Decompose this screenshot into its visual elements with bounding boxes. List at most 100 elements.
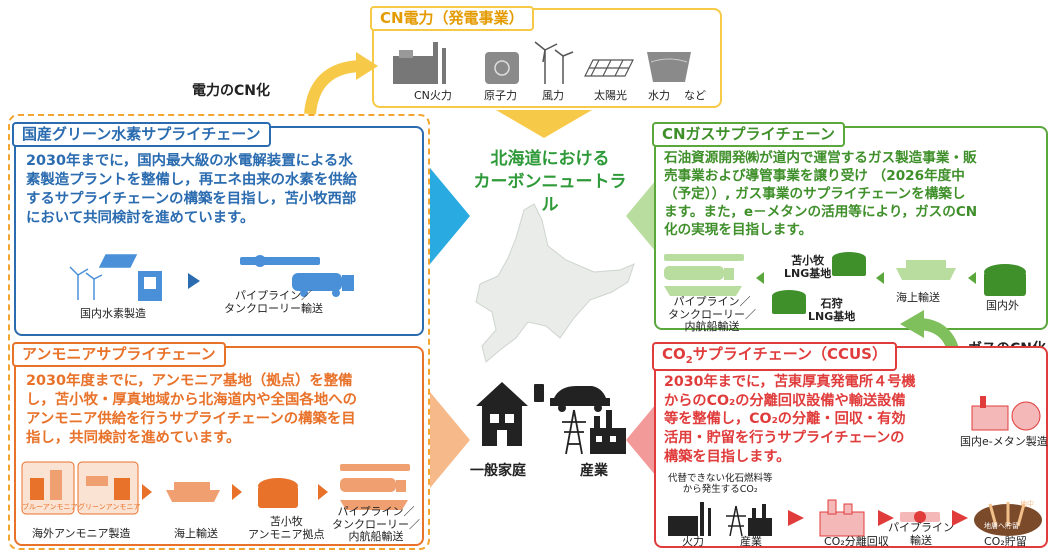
- ccus-title-sub: 2: [685, 355, 693, 366]
- gas-cap-line: パイプライン／: [673, 295, 751, 308]
- gas-cap-overseas: 国内外: [986, 299, 1019, 312]
- capture-plant-icon: [819, 499, 865, 537]
- house-icon: [476, 382, 528, 446]
- ccus-desc-line: からのCO₂の分離回収設備や輸送設備: [664, 392, 906, 409]
- ship-icon: [166, 482, 220, 502]
- power-tower-icon: [562, 409, 586, 455]
- power-tower-icon: [726, 505, 746, 537]
- ccus-cap-capture: CO₂分離回収: [824, 535, 889, 548]
- gas-desc-line: 化の実現を目指します。: [664, 221, 813, 238]
- gas-desc-line: 石油資源開発㈱が道内で運営するガス製造事業・販: [664, 150, 977, 166]
- arrow-icon: [232, 484, 242, 500]
- arrow-icon: [756, 272, 764, 284]
- ammonia-cap-line: 苫小牧: [269, 515, 303, 528]
- ammonia-cap-transport: パイプライン／ タンクローリー／ 内航船輸送: [332, 505, 420, 544]
- hydrogen-title: 国産グリーン水素サプライチェーン: [12, 122, 271, 147]
- ammonia-tank-icon: [258, 478, 298, 508]
- arrow-icon: [968, 272, 976, 284]
- power-item-thermal: CN火力: [414, 89, 452, 102]
- hydrogen-cap-line: パイプライン／: [235, 289, 312, 302]
- ccus-desc-line: 活用・貯留を行うサプライチェーンの: [664, 430, 905, 447]
- ccus-title-co: CO: [662, 345, 686, 363]
- power-item-hydro: 水力: [648, 89, 670, 102]
- ccus-emethane: 国内e-メタン製造: [960, 435, 1048, 448]
- wind-turbine-icon: [534, 41, 574, 84]
- power-down-arrow: [496, 110, 592, 138]
- gas-cap-line: タンクローリー／: [668, 307, 756, 321]
- center-icons: [476, 382, 626, 455]
- tomakomai-tank-icon: [832, 252, 866, 276]
- gas-cap-line: 苫小牧: [791, 254, 825, 267]
- ccus-title: CO2サプライチェーン（CCUS）: [652, 342, 897, 371]
- ccus-chika: 地中: [1020, 500, 1034, 508]
- gas-title: CNガスサプライチェーン: [652, 122, 845, 147]
- gas-cap-line: 石狩: [820, 297, 843, 310]
- ev-charger-icon: [534, 384, 610, 412]
- factory-icon: [590, 410, 626, 454]
- gas-desc-line: （予定））, ガス事業のサプライチェーンを構築し: [664, 185, 966, 202]
- ammonia-blue-label: ブルーアンモニア: [22, 503, 78, 511]
- ammonia-cap-base: 苫小牧 アンモニア拠点: [248, 515, 325, 541]
- hokkaido-map: [475, 203, 635, 363]
- ammonia-cap-line: パイプライン／: [337, 505, 415, 518]
- center-title-line: カーボンニュートラル: [473, 171, 627, 215]
- ammonia-title: アンモニアサプライチェーン: [12, 342, 226, 367]
- ccus-source: 代替できない化石燃料等 から発生するCO₂: [668, 473, 773, 496]
- power-item-nuclear: 原子力: [484, 89, 517, 102]
- hydrogen-desc-line: において共同検討を進めています。: [26, 210, 255, 227]
- ammonia-green-label: グリーンアンモニア: [78, 503, 141, 511]
- center-title: 北海道における カーボンニュートラル: [468, 148, 632, 217]
- ccus-source-line: から発生するCO₂: [682, 483, 758, 495]
- ccus-desc: 2030年までに，苫東厚真発電所４号機 からのCO₂の分離回収設備や輸送設備 等…: [664, 373, 916, 467]
- gas-desc-line: ます。また，e－メタンの活用等により，ガスのCN: [664, 203, 978, 220]
- ishikari-tank-icon: [772, 290, 806, 314]
- arrow-icon: [188, 273, 200, 289]
- storage-icon: [974, 502, 1042, 536]
- gas-cap-line: LNG基地: [784, 266, 832, 280]
- ccus-title-rest: サプライチェーン（CCUS）: [692, 345, 887, 363]
- hydrogen-cap-production: 国内水素製造: [80, 307, 146, 320]
- solar-panel-icon: [584, 59, 634, 77]
- power-title: CN電力（発電事業）: [370, 6, 534, 31]
- ccus-icons: [668, 499, 1042, 537]
- ship-icon: [896, 260, 956, 280]
- ccus-cap-line: 輸送: [910, 533, 932, 547]
- power-item-solar: 太陽光: [594, 89, 627, 102]
- factory-icon: [748, 504, 772, 536]
- arrow-icon: [318, 484, 328, 500]
- ccus-cap-storage: CO₂貯留: [984, 535, 1027, 548]
- blue-ammonia-icon: [21, 461, 75, 515]
- ammonia-cap-overseas: 海外アンモニア製造: [32, 527, 131, 540]
- ammonia-cap-sea: 海上輸送: [174, 527, 218, 540]
- center-industry: 産業: [580, 463, 608, 479]
- hydrogen-desc: 2030年までに，国内最大級の水電解装置による水 素製造プラントを整備し，再エネ…: [26, 152, 357, 228]
- ccus-desc-line: 等を整備し，CO₂の分離・回収・有効: [664, 411, 906, 428]
- ccus-source-line: 代替できない化石燃料等: [668, 473, 773, 484]
- ammonia-arrow: [430, 392, 470, 488]
- ammonia-desc: 2030年度までに，アンモニア基地（拠点）を整備 し，苫小牧・厚真地域から北海道…: [26, 372, 357, 448]
- power-icons: [393, 41, 691, 84]
- gas-cap-sea: 海上輸送: [896, 291, 940, 304]
- arrow-icon: [788, 510, 804, 526]
- gas-desc-line: 売事業および導管事業を譲り受け （2026年度中: [664, 167, 965, 184]
- pipeline-truck-icon: [664, 254, 744, 296]
- hydrogen-cap-transport: パイプライン／ タンクローリー輸送: [224, 289, 323, 315]
- green-ammonia-icon: [77, 461, 139, 515]
- ccus-desc-line: 2030年までに，苫東厚真発電所４号機: [664, 374, 916, 390]
- ccus-cap-industry: 産業: [740, 535, 762, 548]
- ammonia-desc-line: 2030年度までに，アンモニア基地（拠点）を整備: [26, 373, 353, 389]
- center-title-line: 北海道における: [490, 149, 610, 169]
- hydrogen-icons: [69, 254, 354, 301]
- gas-desc: 石油資源開発㈱が道内で運営するガス製造事業・販 売事業および導管事業を譲り受け …: [664, 150, 977, 240]
- arrow-icon: [142, 484, 152, 500]
- hydrogen-arrow: [430, 168, 470, 264]
- ammonia-desc-line: し，苫小牧・厚真地域から北海道内や全国各地への: [26, 392, 357, 409]
- ccus-cap-thermal: 火力: [682, 535, 704, 548]
- ccus-cap-line: パイプライン: [888, 521, 954, 534]
- gas-cap-line: 内航船輸送: [684, 320, 740, 334]
- gas-cap-ishikari: 石狩 LNG基地: [808, 297, 855, 323]
- hydrogen-desc-line: 素製造プラントを整備し，再エネ由来の水素を供給: [26, 172, 357, 189]
- ccus-chozo: 地層へ貯留: [984, 522, 1019, 530]
- ammonia-cap-line: アンモニア拠点: [248, 527, 325, 541]
- gas-cap-transport: パイプライン／ タンクローリー／ 内航船輸送: [668, 295, 756, 334]
